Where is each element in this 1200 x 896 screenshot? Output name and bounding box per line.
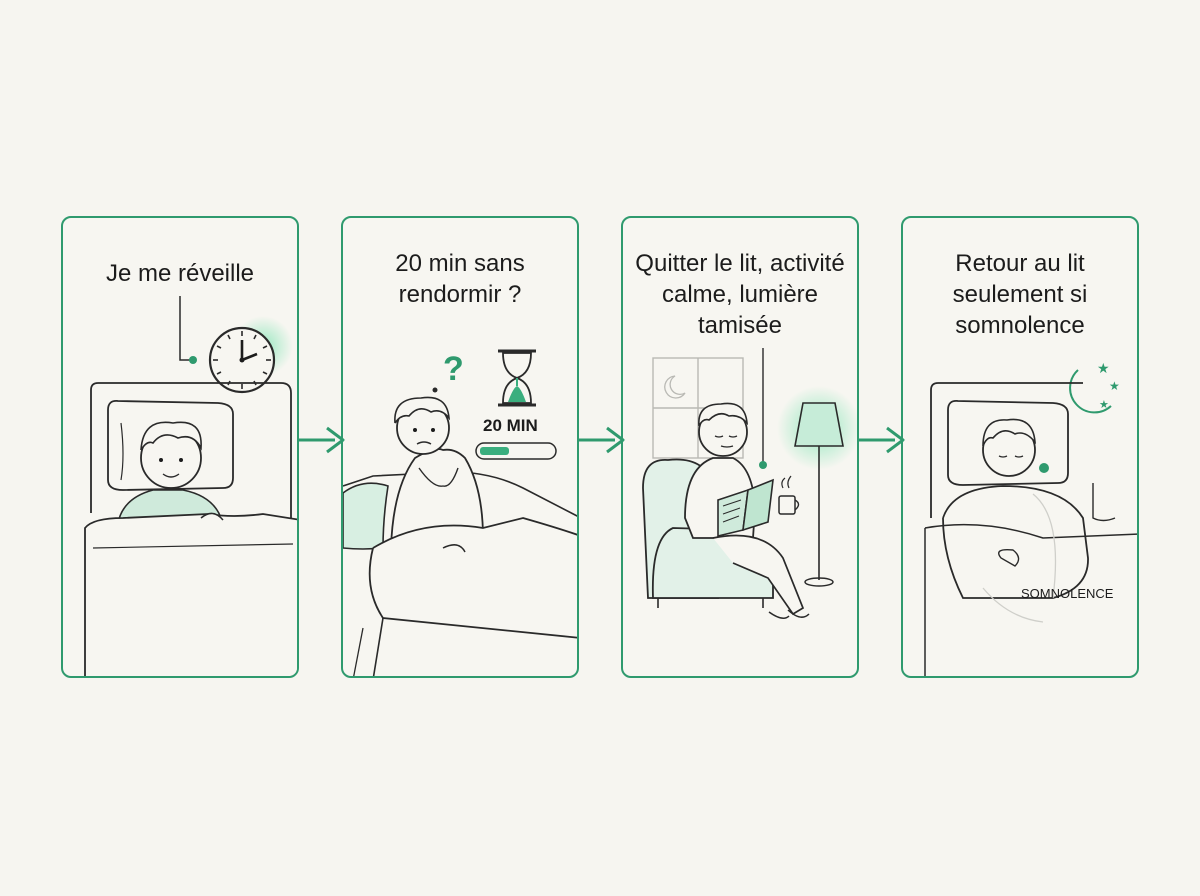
step-panel-2: 20 min sans rendormir ? ? 20 MIN xyxy=(341,216,579,678)
step-panel-3: Quitter le lit, activité calme, lumière … xyxy=(621,216,859,678)
arrow-right-icon xyxy=(859,426,905,454)
somnolence-label: SOMNOLENCE xyxy=(1021,586,1114,601)
step-title-2: 20 min sans rendormir ? xyxy=(395,250,525,308)
moon-stars-icon: ★ ★ ★ xyxy=(1069,360,1120,414)
sleepy-in-bed-illustration: ★ ★ ★ SOMNOLENCE xyxy=(924,360,1137,676)
lying-awake-illustration: ? 20 MIN xyxy=(343,349,577,676)
step-title-4: Retour au lit seulement si somnolence xyxy=(952,250,1088,339)
question-mark-icon: ? xyxy=(443,350,464,388)
hourglass-icon xyxy=(498,349,536,407)
step-panel-4: Retour au lit seulement si somnolence ★ … xyxy=(901,216,1139,678)
timer-label: 20 MIN xyxy=(483,416,538,435)
svg-text:★: ★ xyxy=(1099,399,1109,411)
clock-icon xyxy=(208,316,293,394)
svg-text:★: ★ xyxy=(1097,360,1110,376)
lamp-icon xyxy=(777,386,857,587)
step-panel-1: Je me réveille xyxy=(61,216,299,678)
arrow-right-icon xyxy=(299,426,345,454)
step-title-1: Je me réveille xyxy=(105,260,255,287)
waking-up-illustration xyxy=(84,296,297,676)
reading-chair-illustration xyxy=(642,348,857,619)
svg-text:★: ★ xyxy=(1109,379,1120,393)
step-title-3: Quitter le lit, activité calme, lumière … xyxy=(635,250,845,339)
arrow-right-icon xyxy=(579,426,625,454)
